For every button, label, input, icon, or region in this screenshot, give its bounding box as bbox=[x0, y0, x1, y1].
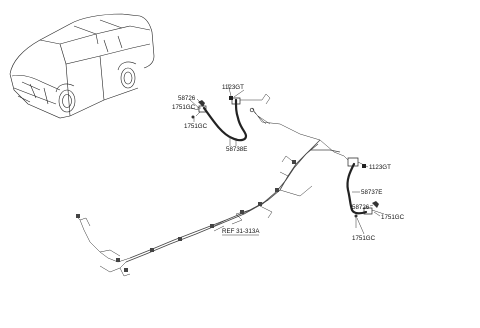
label-clip-upper-a: 1751GC bbox=[172, 104, 196, 111]
label-clip-lower-b: 1751GC bbox=[352, 235, 376, 242]
label-ref: REF 31-313A bbox=[222, 228, 260, 235]
leader-lines bbox=[193, 89, 381, 235]
vehicle-illustration bbox=[9, 13, 155, 119]
grommet-icon bbox=[354, 214, 358, 218]
label-hose-front: 58738E bbox=[226, 146, 247, 153]
front-hose-assembly bbox=[189, 83, 321, 146]
clip-icon bbox=[372, 201, 379, 208]
label-clip-lower-a: 1751GC bbox=[381, 214, 405, 221]
label-bolt-upper-front: 1123GT bbox=[222, 84, 244, 91]
bolt-icon bbox=[229, 96, 233, 100]
label-clip-lower: 58726 bbox=[352, 204, 370, 211]
label-clip-upper-b: 1751GC bbox=[184, 123, 208, 130]
rear-hose-assembly bbox=[319, 139, 385, 228]
ref-callout: REF 31-313A bbox=[222, 228, 260, 236]
label-hose-rear: 58737E bbox=[361, 189, 382, 196]
grommet-icon bbox=[191, 115, 195, 119]
label-bolt-upper-rear: 1123GT bbox=[369, 164, 391, 171]
brake-pipe-routing bbox=[75, 139, 341, 277]
bolt-icon bbox=[362, 164, 366, 168]
label-clip-upper: 58726 bbox=[178, 95, 196, 102]
